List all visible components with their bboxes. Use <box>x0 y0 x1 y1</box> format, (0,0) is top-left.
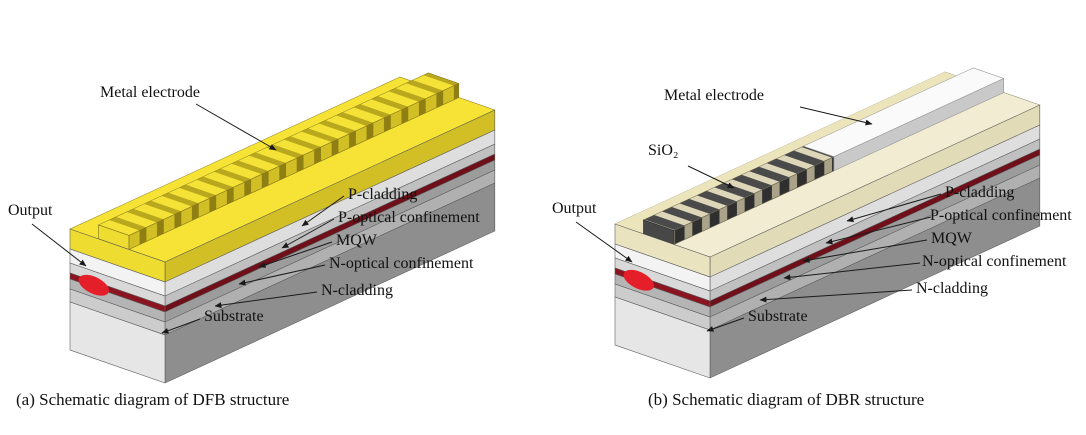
label-p-optical-confinement-a: P-optical confinement <box>338 209 480 226</box>
leader-n-cladding-a <box>214 291 318 309</box>
leader-p-cladding-a <box>301 195 345 227</box>
label-substrate-b: Substrate <box>748 308 808 325</box>
label-p-cladding-b: P-cladding <box>945 184 1015 201</box>
dbr-structure <box>614 67 1041 379</box>
dbr-ridge-side <box>673 78 1005 246</box>
label-p-cladding-a: P-cladding <box>348 186 418 203</box>
dbr-front-layers <box>614 223 711 379</box>
dfb-leader-lines <box>31 103 345 334</box>
leader-output-a <box>31 223 87 267</box>
label-p-optical-confinement-b: P-optical confinement <box>930 207 1072 224</box>
leader-mqw-a <box>258 241 333 268</box>
leader-metal-electrode-b <box>799 106 873 126</box>
caption-panel-a: (a) Schematic diagram of DFB structure <box>16 390 290 409</box>
label-n-cladding-b: N-cladding <box>916 280 988 297</box>
label-substrate-a: Substrate <box>204 308 264 325</box>
dbr-leader-lines <box>575 106 942 332</box>
leader-metal-electrode-a <box>195 103 277 151</box>
label-metal-electrode-b: Metal electrode <box>664 87 764 104</box>
label-n-optical-confinement-a: N-optical confinement <box>329 255 474 272</box>
label-output-a: Output <box>8 202 53 219</box>
leader-output-b <box>575 221 633 263</box>
leader-substrate-a <box>161 318 201 334</box>
dfb-structure <box>69 72 496 384</box>
output-spot <box>78 274 109 296</box>
label-sio2-b: SiO₂ <box>648 142 679 159</box>
leader-p-optical-b <box>825 216 932 245</box>
output-spot <box>623 269 654 291</box>
label-mqw-b: MQW <box>931 230 972 247</box>
leader-p-optical-a <box>281 218 335 249</box>
dbr-side-layers <box>709 104 1041 379</box>
dbr-metal-side <box>833 78 1005 172</box>
leader-n-optical-b <box>783 262 921 281</box>
caption-panel-b: (b) Schematic diagram of DBR structure <box>648 390 925 409</box>
label-n-cladding-a: N-cladding <box>321 282 393 299</box>
leader-sio2-b <box>687 165 735 189</box>
leader-n-optical-a <box>238 264 326 286</box>
leader-substrate-b <box>706 317 745 332</box>
leader-p-cladding-b <box>846 193 942 223</box>
dfb-side-layers <box>164 109 496 384</box>
label-mqw-a: MQW <box>336 232 377 249</box>
label-metal-electrode-a: Metal electrode <box>100 84 200 101</box>
dfb-front-layers <box>69 228 166 384</box>
leader-mqw-b <box>802 239 928 263</box>
label-output-b: Output <box>552 200 597 217</box>
label-n-optical-confinement-b: N-optical confinement <box>922 253 1067 270</box>
layer-substrate-front <box>69 301 166 384</box>
layer-substrate-front <box>614 296 711 379</box>
leader-n-cladding-b <box>759 289 913 303</box>
